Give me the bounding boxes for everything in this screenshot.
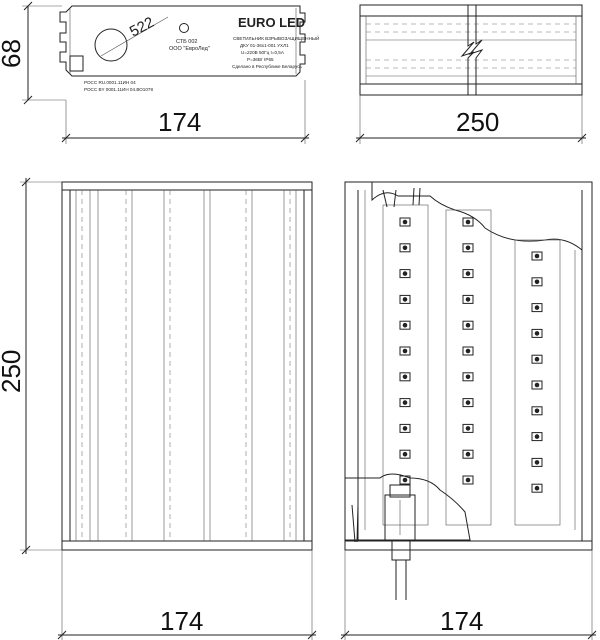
cable-entry-hole bbox=[94, 28, 128, 62]
front-view bbox=[61, 181, 313, 551]
led-icon bbox=[462, 372, 474, 382]
dimension-174-bottom-left: 174 bbox=[57, 550, 317, 640]
led-icon bbox=[531, 432, 543, 442]
side-view-label: 522 СТБ 002 ООО "ЕвроЛед" EURO LED СВЕТИ… bbox=[59, 5, 319, 92]
led-icon bbox=[462, 449, 474, 459]
dimension-68: 68 bbox=[0, 1, 66, 105]
dim-68-text: 68 bbox=[0, 39, 26, 68]
dim-250-top-text: 250 bbox=[456, 107, 499, 137]
led-icon bbox=[462, 346, 474, 356]
led-icon bbox=[531, 328, 543, 338]
led-icon bbox=[462, 423, 474, 433]
label-window bbox=[69, 55, 84, 72]
led-icon bbox=[462, 269, 474, 279]
hole-diameter-label: 522 bbox=[127, 14, 157, 41]
led-icon bbox=[531, 380, 543, 390]
led-icon bbox=[531, 303, 543, 313]
led-icon bbox=[399, 320, 411, 330]
company-text: ООО "ЕвроЛед" bbox=[169, 46, 210, 52]
mounting-screw-icon bbox=[382, 187, 421, 208]
led-icon bbox=[462, 217, 474, 227]
led-icon bbox=[462, 294, 474, 304]
dim-250-left-text: 250 bbox=[0, 350, 26, 393]
spec-line-4: P=36Вт IP65 bbox=[247, 57, 274, 62]
dim-174-bottom-left-text: 174 bbox=[160, 606, 203, 636]
logo-text: EURO LED bbox=[238, 15, 305, 30]
led-icon bbox=[531, 354, 543, 364]
screw-icon bbox=[351, 504, 359, 543]
led-icon bbox=[399, 217, 411, 227]
led-icon bbox=[462, 475, 474, 485]
led-icon bbox=[399, 243, 411, 253]
cert-line-2: РОСС BY 0001.11ИН 04.ВО1078 bbox=[84, 87, 153, 92]
led-icon bbox=[399, 346, 411, 356]
dimension-174-bottom-right: 174 bbox=[340, 550, 597, 640]
led-icon bbox=[399, 398, 411, 408]
spec-line-3: U=220В 50Гц I=0,5А bbox=[241, 50, 285, 55]
led-icon bbox=[462, 398, 474, 408]
spec-line-5: Сделано в Республике Беларусь bbox=[232, 64, 303, 69]
led-icon bbox=[531, 251, 543, 261]
standard-text: СТБ 002 bbox=[176, 39, 197, 45]
led-icon bbox=[399, 423, 411, 433]
led-icon bbox=[462, 320, 474, 330]
dim-174-bottom-right-text: 174 bbox=[440, 606, 483, 636]
top-view bbox=[359, 4, 583, 96]
dim-174-top-text: 174 bbox=[158, 107, 201, 137]
led-icon bbox=[531, 483, 543, 493]
led-icon bbox=[531, 457, 543, 467]
cable-gland bbox=[384, 484, 416, 600]
dimension-250-left: 250 bbox=[0, 177, 62, 555]
led-icon bbox=[399, 372, 411, 382]
led-icon bbox=[399, 294, 411, 304]
cert-line-1: РОСС RU.0001.11ИН 04 bbox=[84, 80, 136, 85]
led-icon bbox=[531, 277, 543, 287]
certification-mark-icon bbox=[179, 23, 189, 33]
dimension-250-top: 250 bbox=[355, 95, 587, 144]
led-icon bbox=[531, 406, 543, 416]
spec-line-1: СВЕТИЛЬНИК ВЗРЫВОЗАЩИЩЕННЫЙ bbox=[233, 34, 319, 41]
led-icon bbox=[399, 269, 411, 279]
dimension-174-top: 174 bbox=[61, 80, 310, 144]
led-icon bbox=[462, 243, 474, 253]
led-icon bbox=[399, 449, 411, 459]
spec-line-2: ДКУ 01-36х1-001 УХЛ1 bbox=[240, 43, 289, 48]
cutaway-view bbox=[344, 181, 593, 600]
